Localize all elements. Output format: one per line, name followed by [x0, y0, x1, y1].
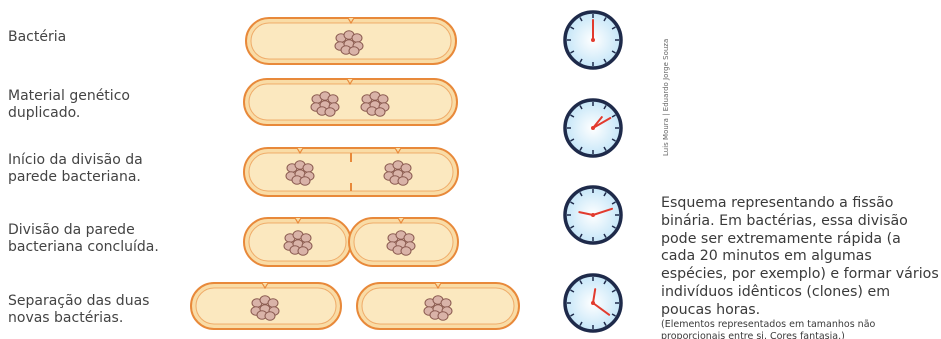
- bacterium-stage-4: [244, 218, 458, 266]
- clock-icon-4: [565, 275, 621, 331]
- bacteria-cells: [191, 18, 519, 329]
- clock-icon-3: [565, 187, 621, 243]
- illustration-credit: Luis Moura | Eduardo Jorge Souza: [652, 6, 666, 166]
- clock-icon-2: [565, 100, 621, 156]
- figure-note: (Elementos representados em tamanhos não…: [661, 319, 939, 339]
- clock-icon-1: [565, 12, 621, 68]
- bacterium-stage-2: [244, 79, 457, 125]
- figure-caption: Esquema representando a fissão binária. …: [661, 195, 939, 320]
- clocks: [565, 12, 621, 331]
- bacterium-stage-5: [191, 283, 519, 329]
- bacterium-stage-3: [244, 148, 458, 196]
- bacterium-stage-1: [246, 18, 456, 64]
